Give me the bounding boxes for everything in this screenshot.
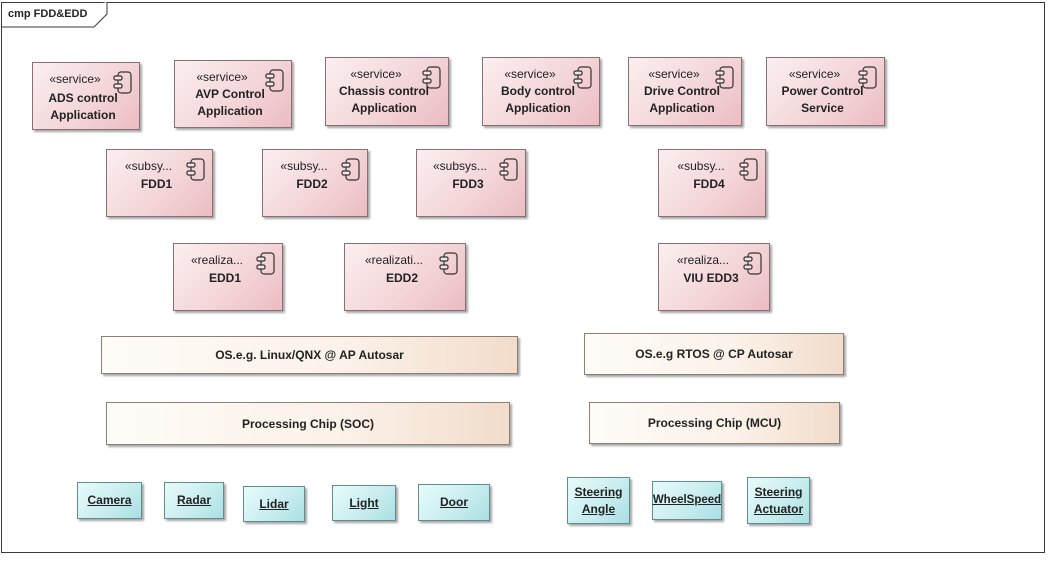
- device-lidar[interactable]: Lidar: [243, 486, 305, 522]
- stereotype-label: «service»: [49, 72, 101, 86]
- stereotype-label: «service»: [350, 67, 402, 81]
- stereotype-label: «service»: [196, 70, 248, 84]
- stereotype-label: «subsy...: [124, 159, 173, 173]
- service-chassis-control[interactable]: «service» Chassis control Application: [325, 57, 449, 126]
- subsystem-fdd1[interactable]: «subsy... FDD1: [106, 149, 213, 217]
- component-icon: [186, 158, 205, 181]
- stereotype-label: «realiza...: [676, 253, 730, 267]
- component-name: FDD2: [296, 177, 328, 191]
- component-name: FDD4: [693, 177, 725, 191]
- component-name: ADS control Application: [48, 91, 118, 122]
- device-steering-angle[interactable]: Steering Angle: [567, 477, 630, 524]
- component-icon: [113, 71, 132, 94]
- component-name: Chassis control Application: [338, 84, 430, 115]
- processing-chip-soc[interactable]: Processing Chip (SOC): [106, 402, 510, 445]
- stereotype-label: «realizati...: [364, 253, 424, 267]
- component-icon: [439, 252, 458, 275]
- subsystem-fdd2[interactable]: «subsy... FDD2: [262, 149, 368, 217]
- frame-title: cmp FDD&EDD: [8, 8, 88, 20]
- stereotype-label: «service»: [788, 67, 841, 81]
- stereotype-label: «subsy...: [677, 159, 725, 173]
- device-light[interactable]: Light: [332, 485, 396, 521]
- device-door[interactable]: Door: [418, 484, 490, 521]
- stereotype-label: «subsys...: [432, 159, 488, 173]
- subsystem-fdd3[interactable]: «subsys... FDD3: [416, 149, 526, 217]
- component-icon: [499, 158, 518, 181]
- device-wheelspeed[interactable]: WheelSpeed: [652, 481, 722, 520]
- service-power-control[interactable]: «service» Power Control Service: [766, 57, 885, 126]
- device-radar[interactable]: Radar: [164, 482, 224, 519]
- stereotype-label: «realiza...: [190, 253, 244, 267]
- component-name: EDD1: [208, 271, 241, 285]
- component-icon: [341, 158, 360, 181]
- component-name: AVP Control Application: [195, 87, 265, 118]
- device-steering-actuator[interactable]: Steering Actuator: [747, 477, 810, 524]
- realization-viu-edd3[interactable]: «realiza... VIU EDD3: [658, 243, 770, 311]
- component-icon: [743, 252, 762, 275]
- component-name: Drive Control Application: [643, 84, 720, 115]
- component-icon: [858, 66, 877, 89]
- component-icon: [573, 66, 592, 89]
- component-name: EDD2: [385, 271, 418, 285]
- stereotype-label: «subsy...: [280, 159, 328, 173]
- component-icon: [715, 66, 734, 89]
- diagram-frame: [1, 2, 1045, 553]
- component-icon: [422, 66, 441, 89]
- realization-edd1[interactable]: «realiza... EDD1: [173, 243, 283, 311]
- component-name: FDD1: [140, 177, 173, 191]
- component-icon: [739, 158, 758, 181]
- service-avp-control[interactable]: «service» AVP Control Application: [174, 60, 292, 128]
- stereotype-label: «service»: [648, 67, 700, 81]
- subsystem-fdd4[interactable]: «subsy... FDD4: [658, 149, 766, 217]
- component-icon: [256, 252, 275, 275]
- service-ads-control[interactable]: «service» ADS control Application: [32, 62, 140, 130]
- realization-edd2[interactable]: «realizati... EDD2: [344, 243, 466, 311]
- device-camera[interactable]: Camera: [77, 482, 142, 519]
- service-drive-control[interactable]: «service» Drive Control Application: [628, 57, 742, 126]
- stereotype-label: «service»: [504, 67, 556, 81]
- service-body-control[interactable]: «service» Body control Application: [482, 57, 600, 126]
- component-name: Body control Application: [501, 84, 575, 115]
- component-name: VIU EDD3: [683, 271, 739, 285]
- component-name: FDD3: [452, 177, 484, 191]
- component-name: Power Control Service: [781, 84, 864, 115]
- processing-chip-mcu[interactable]: Processing Chip (MCU): [589, 402, 840, 444]
- os-layer-ap-autosar[interactable]: OS.e.g. Linux/QNX @ AP Autosar: [101, 336, 518, 374]
- component-icon: [265, 69, 284, 92]
- os-layer-cp-autosar[interactable]: OS.e.g RTOS @ CP Autosar: [584, 333, 844, 375]
